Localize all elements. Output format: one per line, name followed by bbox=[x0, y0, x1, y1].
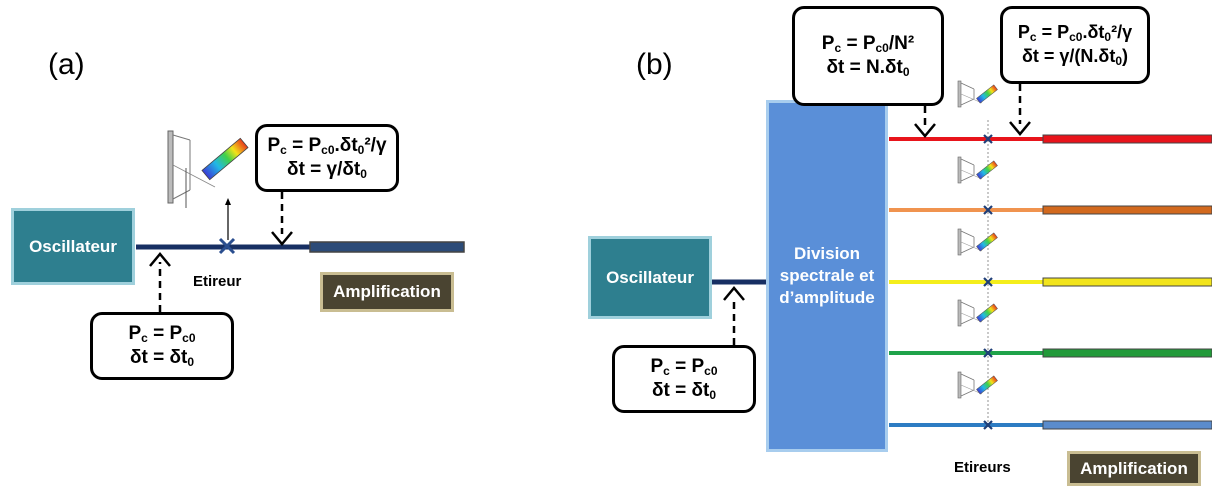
mid-params-box-b: Pc = Pc0/N² δt = N.δt0 bbox=[792, 6, 944, 106]
amplified-beam-a bbox=[309, 241, 465, 253]
stretcher-a-label: Etireur bbox=[193, 273, 242, 290]
cross-marker-3 bbox=[983, 277, 993, 287]
division-line-3: d’amplitude bbox=[779, 288, 875, 308]
amplification-b: Amplification bbox=[1067, 451, 1201, 486]
cross-marker-2 bbox=[983, 205, 993, 215]
oscillator-b: Oscillateur bbox=[588, 236, 712, 319]
amplification-a: Amplification bbox=[320, 272, 454, 312]
panel-a-label: (a) bbox=[48, 48, 85, 81]
stretcher-5 bbox=[957, 371, 998, 399]
output-params-box-b: Pc = Pc0.δt0²/γ δt = γ/(N.δt0) bbox=[1000, 6, 1150, 84]
amplified-beam-1 bbox=[1042, 134, 1212, 144]
channel-beams bbox=[889, 80, 1212, 430]
stretcher-2 bbox=[957, 156, 998, 184]
stretcher-4 bbox=[957, 299, 998, 327]
pc-line: Pc = Pc0.δt0²/γ bbox=[267, 135, 387, 157]
cross-marker-4 bbox=[983, 348, 993, 358]
dt-line: δt = δt0 bbox=[651, 380, 717, 402]
amplified-beam-4 bbox=[1042, 348, 1212, 358]
division-line-2: spectrale et bbox=[779, 265, 875, 285]
amplified-beam-2 bbox=[1042, 205, 1212, 215]
stretcher-3 bbox=[957, 228, 998, 256]
cross-marker-1 bbox=[983, 134, 993, 144]
cross-marker-a bbox=[218, 237, 236, 255]
dt-line: δt = N.δt0 bbox=[826, 57, 910, 79]
input-params-box-a: Pc = Pc0 δt = δt0 bbox=[90, 312, 234, 380]
amplified-beam-5 bbox=[1042, 420, 1212, 430]
pc-line: Pc = Pc0.δt0²/γ bbox=[1017, 22, 1133, 44]
stretchers-label: Etireurs bbox=[954, 459, 1011, 476]
dt-line: δt = δt0 bbox=[129, 347, 195, 369]
amplified-beam-3 bbox=[1042, 277, 1212, 287]
spectral-amplitude-division: Division spectrale et d’amplitude bbox=[766, 100, 888, 452]
pc-line: Pc = Pc0/N² bbox=[821, 33, 915, 55]
amplification-a-label: Amplification bbox=[333, 282, 441, 301]
dt-line: δt = γ/δt0 bbox=[287, 159, 367, 181]
dt-line: δt = γ/(N.δt0) bbox=[1021, 46, 1129, 68]
amplification-b-label: Amplification bbox=[1080, 458, 1188, 478]
oscillator-a: Oscillateur bbox=[11, 208, 135, 285]
division-line-1: Division bbox=[793, 243, 861, 263]
stretcher-1 bbox=[957, 80, 998, 108]
oscillator-a-label: Oscillateur bbox=[29, 236, 117, 256]
stretcher-a bbox=[167, 130, 249, 240]
pc-line: Pc = Pc0 bbox=[650, 356, 718, 378]
output-params-box-a: Pc = Pc0.δt0²/γ δt = γ/δt0 bbox=[255, 124, 399, 192]
cross-marker-5 bbox=[983, 420, 993, 430]
input-params-box-b: Pc = Pc0 δt = δt0 bbox=[612, 345, 756, 413]
oscillator-b-label: Oscillateur bbox=[606, 267, 694, 287]
panel-b-label: (b) bbox=[636, 48, 673, 81]
pc-line: Pc = Pc0 bbox=[128, 323, 196, 345]
